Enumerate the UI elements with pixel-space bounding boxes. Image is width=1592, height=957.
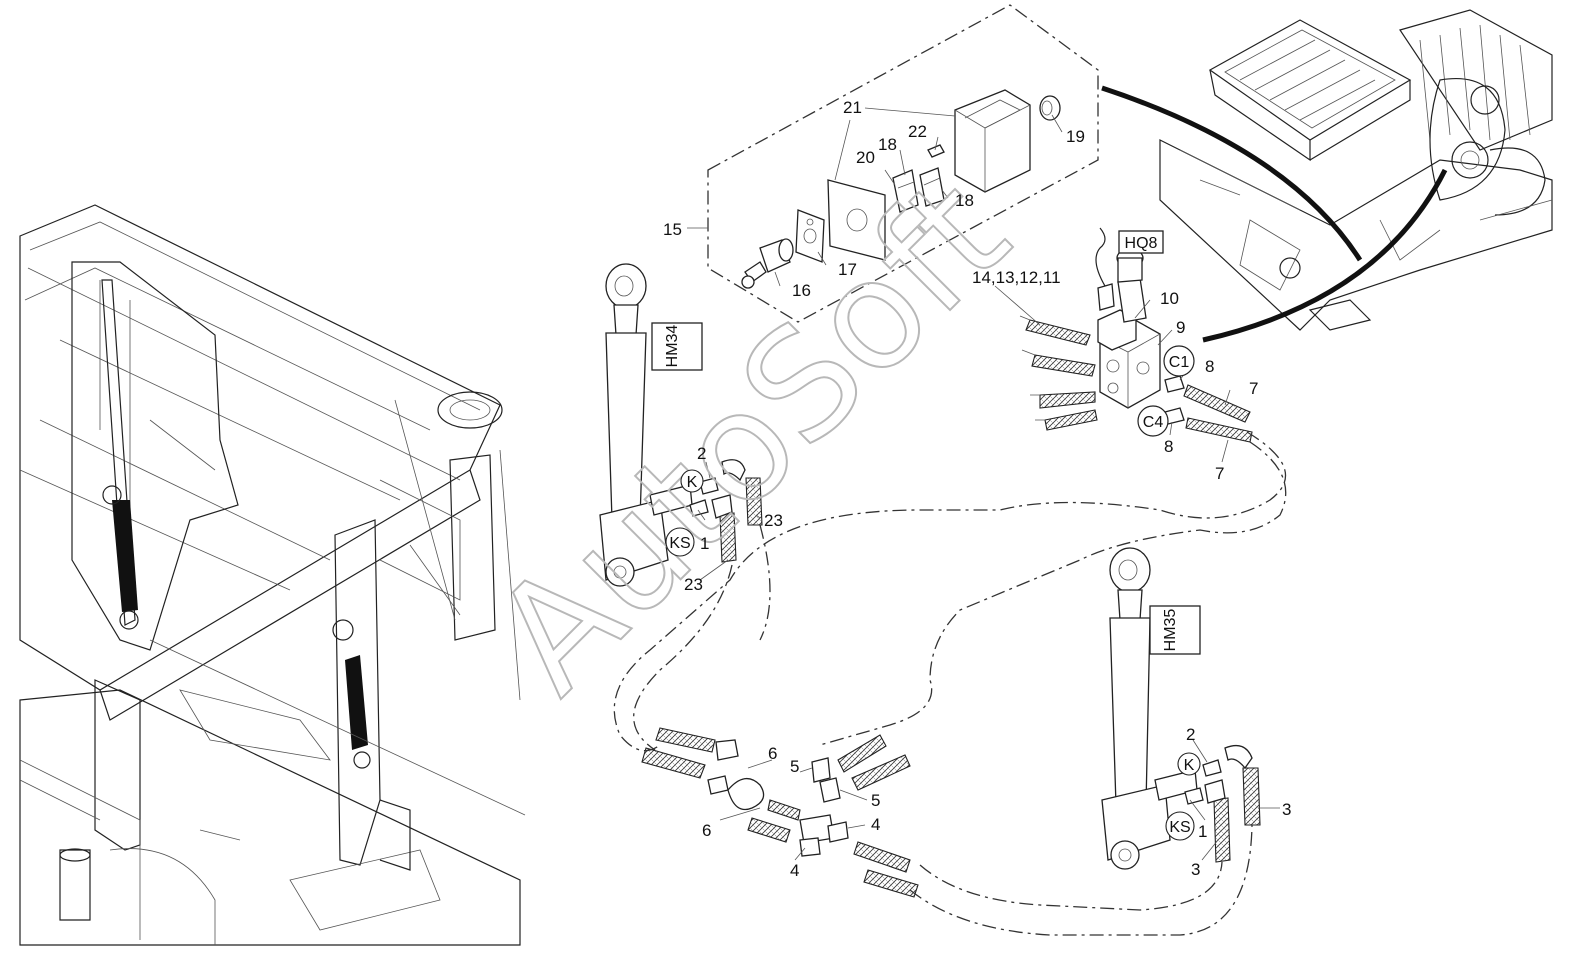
part-label-9: 9 — [1176, 318, 1185, 337]
hm35-tag-text: HM35 — [1162, 609, 1179, 652]
part-label-21: 21 — [843, 98, 862, 117]
ks-tag-bottom: KS — [1165, 811, 1195, 841]
hose-routing-lines — [613, 431, 1287, 936]
part-label-4: 4 — [871, 815, 880, 834]
part-label-20: 20 — [856, 148, 875, 167]
k-tag-bottom: K — [1177, 752, 1201, 776]
c4-tag-text: C4 — [1143, 414, 1164, 431]
valve-block-assembly — [1019, 227, 1253, 443]
c1-tag-text: C1 — [1169, 354, 1190, 371]
hq8-tag: HQ8 — [1118, 230, 1164, 254]
hm34-tag-text: HM34 — [664, 325, 681, 368]
part-label-14-13-12-11: 14,13,12,11 — [972, 268, 1061, 287]
k-tag-bottom-text: K — [1184, 757, 1195, 774]
part-label-18: 18 — [955, 191, 974, 210]
part-label-23: 23 — [764, 511, 783, 530]
part-labels: 21 22 19 18 20 18 15 17 16 14,13,12,11 1… — [663, 98, 1291, 880]
part-label-7: 7 — [1215, 464, 1224, 483]
part-label-4: 4 — [790, 861, 799, 880]
hm34-tag: HM34 — [651, 322, 703, 371]
part-label-22: 22 — [908, 122, 927, 141]
part-label-16: 16 — [792, 281, 811, 300]
part-label-6: 6 — [702, 821, 711, 840]
part-label-18: 18 — [878, 135, 897, 154]
part-label-8: 8 — [1205, 357, 1214, 376]
hm34-fittings-hoses — [689, 459, 763, 563]
control-box-assembly-outline — [707, 4, 1099, 323]
part-label-17: 17 — [838, 260, 857, 279]
machine-overview-illustration — [1159, 9, 1553, 331]
part-label-6: 6 — [768, 744, 777, 763]
pointer-line-lower — [1202, 168, 1448, 343]
c4-tag: C4 — [1137, 405, 1169, 437]
watermark-text: AutoSoft — [462, 147, 1041, 726]
part-label-3: 3 — [1191, 860, 1200, 879]
part-label-5: 5 — [871, 791, 880, 810]
part-label-8: 8 — [1164, 437, 1173, 456]
part-label-15: 15 — [663, 220, 682, 239]
machine-frame-illustration — [19, 204, 526, 946]
part-label-3: 3 — [1282, 800, 1291, 819]
part-label-10: 10 — [1160, 289, 1179, 308]
c1-tag: C1 — [1163, 345, 1195, 377]
part-label-2: 2 — [1186, 725, 1195, 744]
leader-lines — [687, 107, 1280, 861]
cylinder-hm34 — [599, 263, 693, 587]
part-label-1: 1 — [1198, 822, 1207, 841]
ks-tag-bottom-text: KS — [1169, 819, 1190, 836]
part-label-19: 19 — [1066, 127, 1085, 146]
part-label-7: 7 — [1249, 379, 1258, 398]
control-box-parts — [741, 89, 1061, 289]
ks-tag-top: KS — [665, 527, 695, 557]
hq8-tag-text: HQ8 — [1125, 235, 1158, 252]
k-tag-top: K — [680, 469, 704, 493]
ks-tag-top-text: KS — [669, 535, 690, 552]
hm35-tag: HM35 — [1149, 605, 1201, 655]
part-label-2: 2 — [697, 444, 706, 463]
tee-fittings-assembly — [641, 727, 919, 898]
part-label-1: 1 — [700, 534, 709, 553]
part-label-23: 23 — [684, 575, 703, 594]
hm35-fittings-hoses — [1184, 744, 1261, 863]
part-label-5: 5 — [790, 757, 799, 776]
pointer-line-upper — [1101, 85, 1363, 262]
k-tag-top-text: K — [687, 474, 698, 491]
